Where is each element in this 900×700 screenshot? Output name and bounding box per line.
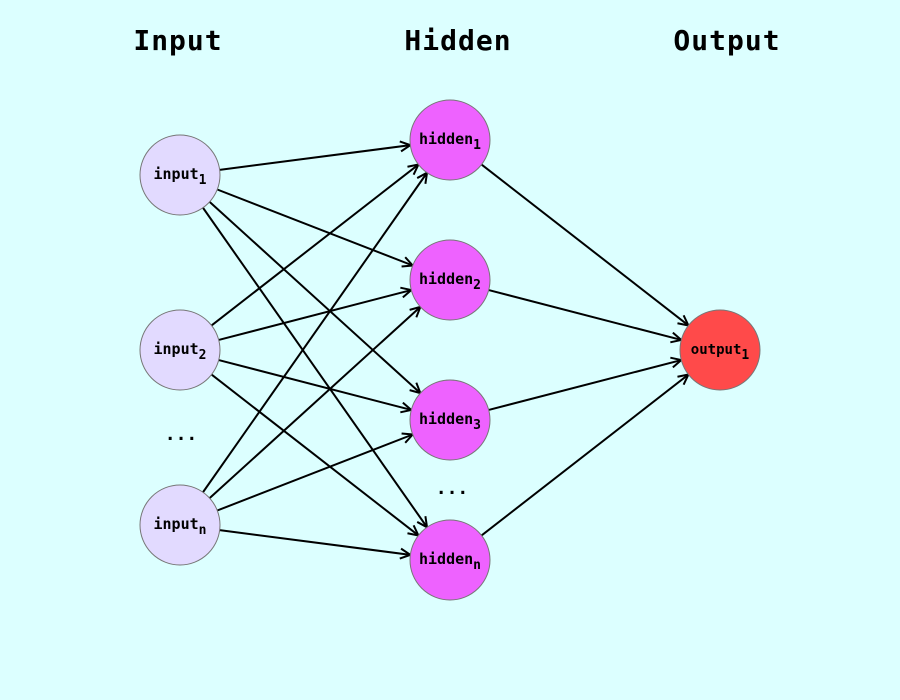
hidden-layer-title: Hidden [404, 24, 511, 57]
node-label-base: hidden [419, 130, 473, 148]
node-label-base: output [691, 342, 742, 358]
input-node-circle [139, 309, 221, 391]
node-label-subscript: 2 [199, 348, 207, 363]
input-node-label: input1 [154, 165, 207, 188]
edge-hidden3-output1 [488, 360, 682, 411]
edge-inputn-hiddenn [219, 529, 411, 555]
hidden-node-3: hidden3 [409, 379, 491, 461]
input-ellipsis: ... [165, 424, 198, 445]
input-layer-title: Input [133, 24, 222, 57]
edge-hiddenn-output1 [480, 375, 689, 537]
node-label-subscript: 1 [199, 173, 207, 188]
output-node-circle [679, 309, 761, 391]
input-node-label: input2 [154, 340, 207, 363]
edge-input2-hidden3 [218, 359, 412, 410]
hidden-node-label: hidden3 [419, 410, 481, 433]
hidden-node-n: hiddenn [409, 519, 491, 601]
node-label-base: hidden [419, 410, 473, 428]
hidden-node-circle [409, 239, 491, 321]
hidden-node-2: hidden2 [409, 239, 491, 321]
node-label-subscript: 2 [473, 278, 481, 293]
edge-inputn-hidden2 [208, 307, 421, 499]
edge-hidden1-output1 [480, 163, 689, 326]
node-label-subscript: n [473, 558, 481, 573]
node-label-subscript: n [199, 523, 207, 538]
node-label-base: input [154, 515, 199, 533]
edge-input2-hidden1 [210, 165, 419, 327]
input-node-2: input2 [139, 309, 221, 391]
hidden-node-circle [409, 99, 491, 181]
output-layer-title: Output [673, 24, 780, 57]
hidden-node-1: hidden1 [409, 99, 491, 181]
input-node-n: inputn [139, 484, 221, 566]
connections [202, 145, 689, 555]
node-label-subscript: 3 [473, 418, 481, 433]
edge-input1-hidden2 [216, 188, 412, 265]
edge-input2-hidden2 [218, 290, 412, 341]
nodes: input1input2inputnhidden1hidden2hidden3h… [139, 99, 761, 601]
hidden-node-label: hidden1 [419, 130, 481, 153]
hidden-node-label: hidden2 [419, 270, 481, 293]
node-label-base: input [154, 165, 199, 183]
node-label-subscript: 1 [473, 138, 481, 153]
node-label-base: hidden [419, 270, 473, 288]
edge-input1-hiddenn [202, 207, 427, 528]
input-node-circle [139, 484, 221, 566]
output-node-label: output1 [691, 342, 750, 363]
hidden-node-circle [409, 379, 491, 461]
edge-input1-hidden1 [219, 145, 411, 171]
hidden-ellipsis: ... [436, 478, 469, 499]
output-node-1: output1 [679, 309, 761, 391]
hidden-node-circle [409, 519, 491, 601]
node-label-base: input [154, 340, 199, 358]
hidden-node-label: hiddenn [419, 550, 481, 573]
edge-input1-hidden3 [208, 201, 421, 393]
edge-input2-hiddenn [210, 373, 419, 536]
edge-inputn-hidden3 [216, 434, 412, 512]
edge-inputn-hidden1 [202, 173, 427, 493]
input-node-circle [139, 134, 221, 216]
node-label-base: hidden [419, 550, 473, 568]
node-label-subscript: 1 [741, 348, 749, 363]
edge-hidden2-output1 [488, 289, 682, 340]
input-node-label: inputn [154, 515, 207, 538]
input-node-1: input1 [139, 134, 221, 216]
